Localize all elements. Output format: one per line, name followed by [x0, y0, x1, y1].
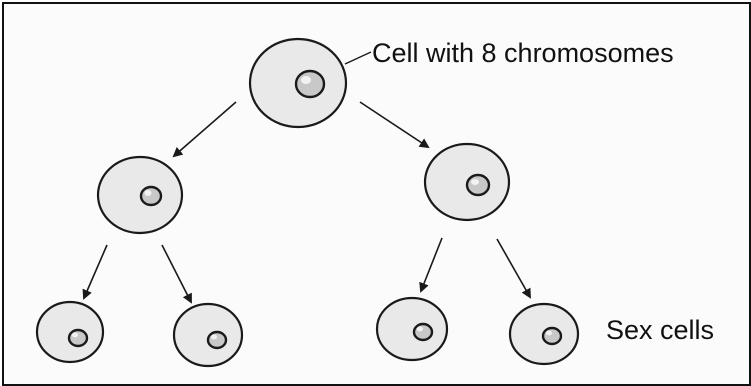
arrow-left-to-sex-1 [82, 244, 108, 300]
parent-label-leader [344, 51, 372, 65]
sex-cell-4 [508, 302, 580, 366]
arrow-right-to-sex-4 [496, 238, 531, 299]
parent-cell-label: Cell with 8 chromosomes [372, 38, 674, 68]
arrow-parent-to-left [172, 101, 237, 158]
sex-cell-1 [35, 300, 105, 364]
sex-cells-label: Sex cells [606, 315, 714, 345]
daughter-cell-right [423, 142, 511, 222]
arrow-left-to-sex-2 [161, 244, 192, 304]
sex-cell-2 [172, 302, 244, 368]
parent-nucleus [294, 69, 326, 99]
daughter-cell-left [96, 155, 184, 235]
sex-cell-3 [375, 296, 449, 362]
arrow-right-to-sex-3 [419, 237, 443, 293]
parent-cell [248, 37, 348, 129]
arrow-parent-to-right [359, 101, 430, 149]
